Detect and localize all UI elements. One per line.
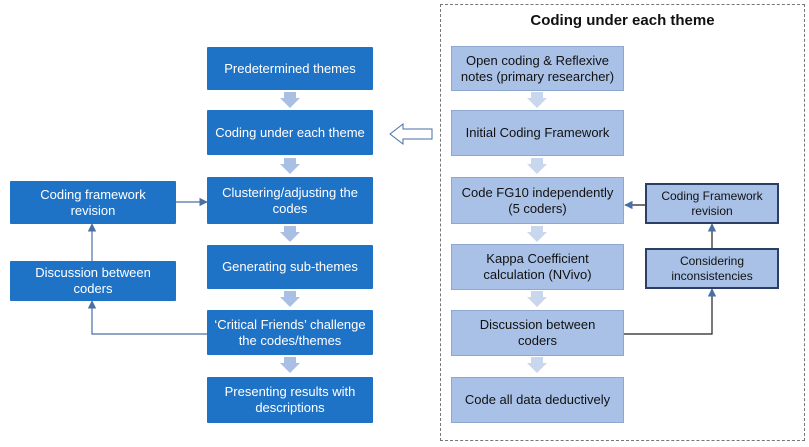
step-label: Open coding & Reflexive notes (primary r… — [460, 52, 615, 84]
down-arrow — [527, 357, 547, 373]
left-down-arrows — [280, 92, 300, 373]
side-label: Discussion between coders — [35, 265, 151, 296]
step-code-all-data: Code all data deductively — [451, 377, 624, 423]
right-down-arrows — [527, 92, 547, 373]
right-panel-frame — [440, 4, 805, 441]
step-initial-coding-framework: Initial Coding Framework — [451, 110, 624, 156]
step-label: Kappa Coefficient calculation (NVivo) — [483, 251, 592, 282]
down-arrow — [527, 226, 547, 242]
down-arrow — [527, 92, 547, 108]
step-label: Clustering/adjusting the codes — [222, 184, 358, 216]
down-arrow — [280, 158, 300, 174]
step-label: Code FG10 independently (5 coders) — [461, 184, 614, 216]
step-kappa-calculation: Kappa Coefficient calculation (NVivo) — [451, 244, 624, 290]
down-arrow — [527, 291, 547, 307]
side-considering-inconsistencies: Considering inconsistencies — [645, 248, 779, 289]
step-coding-under-theme: Coding under each theme — [207, 110, 373, 155]
step-code-fg10: Code FG10 independently (5 coders) — [451, 177, 624, 224]
step-label: ‘Critical Friends’ challenge the codes/t… — [214, 316, 366, 348]
down-arrow — [527, 158, 547, 174]
left-feedback-connectors — [87, 197, 208, 335]
hollow-left-arrow — [389, 122, 433, 146]
down-arrow — [280, 357, 300, 373]
step-generating-subthemes: Generating sub-themes — [207, 245, 373, 289]
connector — [624, 288, 717, 335]
step-label: Generating sub-themes — [222, 259, 358, 275]
right-feedback-connectors — [624, 200, 717, 335]
step-discussion-coders: Discussion between coders — [451, 310, 624, 356]
down-arrow — [280, 226, 300, 242]
step-label: Predetermined themes — [224, 60, 356, 76]
side-discussion-between-coders: Discussion between coders — [10, 261, 176, 301]
step-label: Presenting results with descriptions — [224, 384, 356, 415]
step-clustering-codes: Clustering/adjusting the codes — [207, 177, 373, 224]
side-coding-framework-revision-right: Coding Framework revision — [645, 183, 779, 224]
down-arrow — [280, 92, 300, 108]
step-open-coding: Open coding & Reflexive notes (primary r… — [451, 46, 624, 91]
step-label: Code all data deductively — [464, 392, 611, 408]
side-label: Coding Framework revision — [661, 189, 763, 218]
step-presenting-results: Presenting results with descriptions — [207, 377, 373, 423]
side-coding-framework-revision: Coding framework revision — [10, 181, 176, 224]
connector — [87, 300, 207, 335]
down-arrow — [280, 291, 300, 307]
step-label: Coding under each theme — [215, 124, 365, 140]
right-panel-title: Coding under each theme — [530, 12, 715, 29]
side-label: Considering inconsistencies — [671, 254, 753, 283]
side-label: Coding framework revision — [40, 186, 146, 218]
step-predetermined-themes: Predetermined themes — [207, 47, 373, 90]
step-label: Discussion between coders — [479, 317, 596, 348]
step-label: Initial Coding Framework — [465, 125, 610, 141]
step-critical-friends: ‘Critical Friends’ challenge the codes/t… — [207, 310, 373, 355]
